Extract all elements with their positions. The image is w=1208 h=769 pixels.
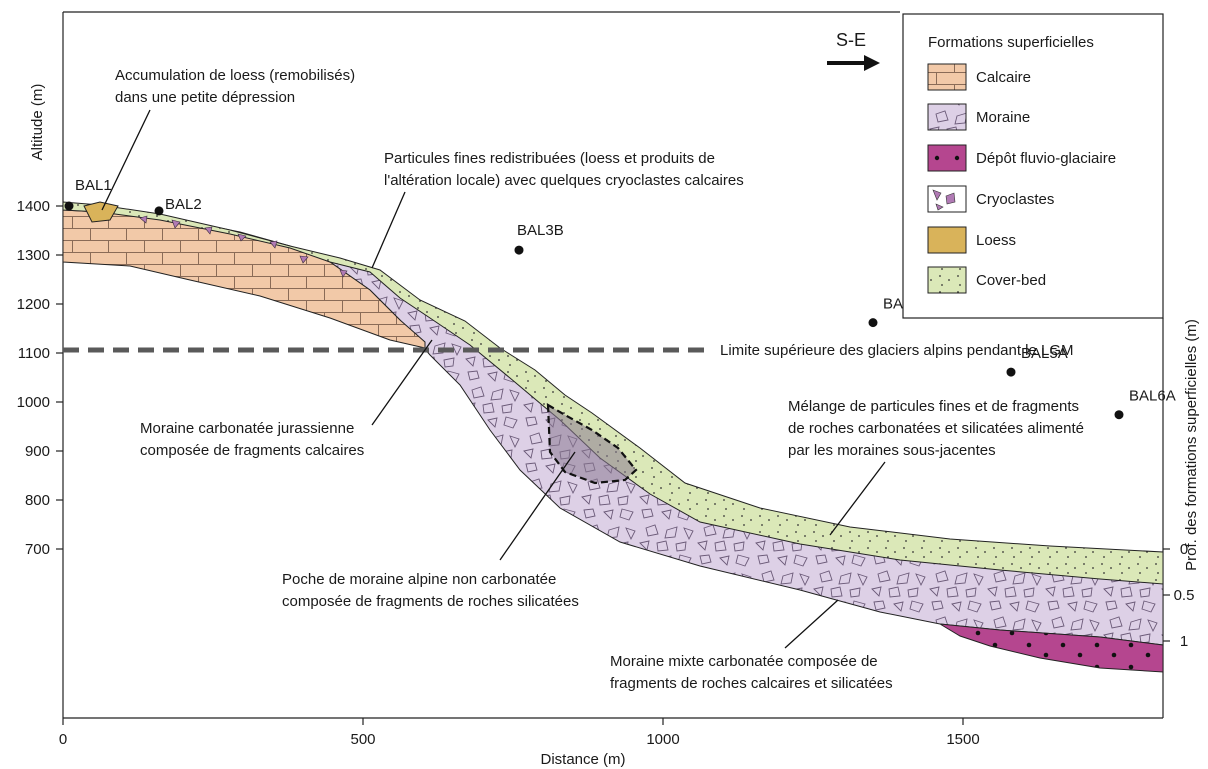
legend-item-loess: Loess — [927, 226, 1016, 254]
coverbed-layer — [62, 201, 1164, 585]
y-tick-label: 1200 — [17, 296, 50, 313]
fluvio-glacial-layer — [939, 623, 1164, 673]
legend-swatch-fluvio-dot — [954, 155, 960, 161]
annotation-line: Particules fines redistribuées (loess et… — [384, 150, 715, 167]
annotation-line: dans une petite dépression — [115, 89, 295, 106]
y-axis-label: Altitude (m) — [29, 84, 46, 161]
depth-tick-label: 1 — [1180, 633, 1188, 650]
depth-tick-label: 0 — [1180, 541, 1188, 558]
legend-label-moraine: Moraine — [976, 109, 1030, 126]
annotations: Accumulation de loess (remobilisés) dans… — [101, 67, 1084, 692]
y-tick-label: 1000 — [17, 394, 50, 411]
site-label: BAL1 — [75, 177, 112, 194]
depth-ticks: 00.51 — [1163, 541, 1194, 650]
x-tick-label: 1000 — [646, 731, 679, 748]
direction-arrow-icon — [827, 55, 880, 71]
annotation-line: de roches carbonatées et silicatées alim… — [788, 420, 1084, 437]
site-marker — [1114, 410, 1124, 420]
y-tick-label: 900 — [25, 443, 50, 460]
legend-swatch-cryoclast-shape — [935, 203, 944, 211]
y-tick-label: 1400 — [17, 198, 50, 215]
sampling-sites: BAL1BAL2BAL3BBAL4ABAL5ABAL6ABAL7CHX — [64, 177, 1176, 420]
legend-label-cryoclastes: Cryoclastes — [976, 191, 1054, 208]
legend-label-fluvio: Dépôt fluvio-glaciaire — [976, 150, 1116, 167]
legend-swatch-moraine — [927, 103, 967, 131]
site-marker — [64, 201, 74, 211]
x-axis: 0500100015002000250030003500 Distance (m… — [59, 718, 980, 768]
annotation-jura-moraine: Moraine carbonatée jurassienne composée … — [140, 339, 433, 459]
site-label: BAL2 — [165, 196, 202, 213]
y-axis: 1400 1300 1200 1100 1000 900 800 700 Altitude (… — [17, 84, 63, 558]
legend: Formations superficielles Calcaire Morai… — [902, 13, 1164, 319]
geological-profile — [62, 201, 1164, 673]
direction-label: S-E — [836, 30, 866, 50]
x-tick-label: 1500 — [946, 731, 979, 748]
annotation-mixed-moraine: Moraine mixte carbonatée composée de fra… — [610, 599, 893, 692]
depth-tick-label: 0.5 — [1174, 587, 1195, 604]
leader-line — [371, 339, 433, 426]
legend-swatch-coverbed — [927, 266, 967, 294]
legend-label-loess: Loess — [976, 232, 1016, 249]
y-tick-label: 1300 — [17, 247, 50, 264]
legend-item-coverbed: Cover-bed — [927, 266, 1046, 294]
y-tick-label: 800 — [25, 492, 50, 509]
legend-title: Formations superficielles — [928, 34, 1094, 51]
y-ticks: 1400 1300 1200 1100 1000 900 800 700 — [17, 198, 63, 558]
legend-label-calcaire: Calcaire — [976, 69, 1031, 86]
x-ticks: 0500100015002000250030003500 — [59, 718, 980, 748]
annotation-loess-accumulation: Accumulation de loess (remobilisés) dans… — [101, 67, 355, 211]
legend-label-coverbed: Cover-bed — [976, 272, 1046, 289]
legend-item-calcaire: Calcaire — [927, 63, 1031, 91]
annotation-fine-particles: Particules fines redistribuées (loess et… — [371, 150, 744, 269]
legend-swatch-cryoclast-shape — [945, 192, 956, 205]
leader-line — [784, 599, 839, 649]
site-label: BAL3B — [517, 222, 564, 239]
annotation-line: Accumulation de loess (remobilisés) — [115, 67, 355, 84]
legend-swatch-loess — [927, 226, 967, 254]
site-label: BAL6A — [1129, 388, 1176, 405]
lgm-label: Limite supérieure des glaciers alpins pe… — [720, 342, 1074, 359]
annotation-line: composée de fragments calcaires — [140, 442, 364, 459]
depth-axis: 00.51 Prof. des formations superficielle… — [1163, 319, 1200, 650]
legend-swatch-calcaire — [927, 63, 967, 91]
legend-swatch-cryoclast-shape — [932, 189, 942, 201]
annotation-mixed-fines: Mélange de particules fines et de fragme… — [788, 398, 1084, 536]
legend-item-fluvio: Dépôt fluvio-glaciaire — [927, 144, 1116, 172]
direction-indicator: S-E — [827, 30, 880, 71]
leader-line — [371, 191, 406, 269]
annotation-line: par les moraines sous-jacentes — [788, 442, 996, 459]
y-tick-label: 700 — [25, 541, 50, 558]
depth-axis-label: Prof. des formations superficielles (m) — [1183, 319, 1200, 571]
x-tick-label: 0 — [59, 731, 67, 748]
site-marker — [1006, 367, 1016, 377]
site-marker — [514, 245, 524, 255]
legend-item-cryoclastes: Cryoclastes — [927, 185, 1054, 213]
annotation-line: l'altération locale) avec quelques cryoc… — [384, 172, 744, 189]
lgm-limit: Limite supérieure des glaciers alpins pe… — [63, 342, 1074, 359]
leader-line — [829, 461, 886, 536]
x-tick-label: 500 — [350, 731, 375, 748]
annotation-line: fragments de roches calcaires et silicat… — [610, 675, 893, 692]
leader-line — [499, 451, 576, 561]
annotation-line: Poche de moraine alpine non carbonatée — [282, 571, 556, 588]
alpine-moraine-pocket — [546, 403, 638, 485]
leader-line — [101, 109, 151, 211]
x-axis-label: Distance (m) — [540, 751, 625, 768]
y-tick-label: 1100 — [18, 345, 50, 362]
annotation-line: Moraine mixte carbonatée composée de — [610, 653, 878, 670]
site-label: BAL5A — [1021, 345, 1068, 362]
site-marker — [868, 318, 878, 328]
legend-swatch-fluvio — [927, 144, 967, 172]
loess-pocket — [83, 201, 119, 223]
annotation-line: composée de fragments de roches silicaté… — [282, 593, 579, 610]
legend-swatch-fluvio-dot — [934, 155, 940, 161]
annotation-line: Moraine carbonatée jurassienne — [140, 420, 354, 437]
cryoclast-fragments — [139, 215, 348, 278]
annotation-alpine-pocket: Poche de moraine alpine non carbonatée c… — [282, 451, 579, 610]
annotation-line: Mélange de particules fines et de fragme… — [788, 398, 1079, 415]
site-marker — [154, 206, 164, 216]
legend-item-moraine: Moraine — [927, 103, 1030, 131]
